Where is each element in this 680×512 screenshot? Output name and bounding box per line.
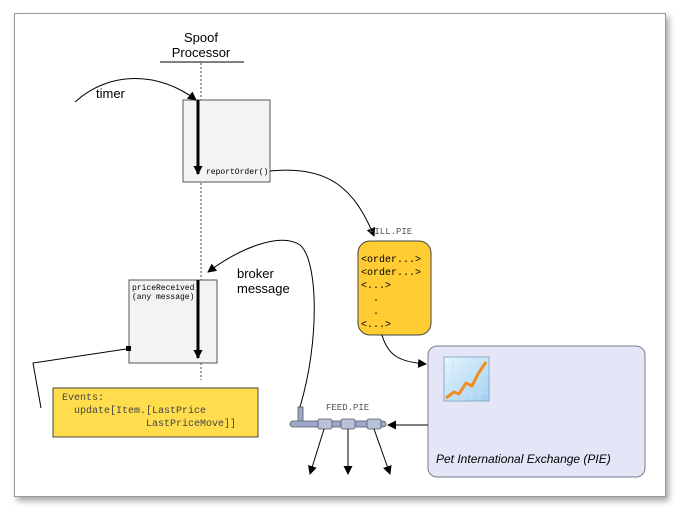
processor-title-line1: Spoof [184, 30, 218, 45]
events-line2: update[Item.[LastPrice [62, 406, 207, 417]
events-connector [32, 348, 127, 409]
report-order-method-label: reportOrder() [206, 168, 269, 177]
processor-title-line2: Processor [171, 45, 231, 60]
fill-to-exchange-arrow [381, 334, 427, 368]
price-received-activation-box [128, 279, 218, 364]
feed-output-arrow-left [308, 428, 325, 475]
price-received-line2: (any message) [132, 293, 195, 302]
events-line1: Events: [62, 393, 105, 404]
exchange-label: Pet International Exchange (PIE) [436, 452, 611, 466]
fill-line: <order...> [361, 255, 422, 266]
price-received-method-label: priceReceived (any message) [132, 284, 194, 302]
fill-pie-contents: <order...> <order...> <...> . . <...> [361, 254, 421, 332]
fill-line: <order...> [361, 268, 422, 279]
broker-message-label: broker message [237, 266, 290, 296]
fill-line: <...> [361, 320, 392, 331]
broker-message-arrow [207, 239, 315, 408]
timer-arrow [74, 78, 197, 103]
broker-label-line2: message [237, 281, 290, 296]
price-received-line1: priceReceived [132, 284, 195, 293]
timer-label: timer [96, 86, 125, 101]
fill-line: . [361, 294, 380, 305]
events-note-box [52, 387, 259, 438]
fill-pie-title: FILL.PIE [369, 227, 413, 237]
fill-line: . [361, 307, 380, 318]
exchange-chart-icon [443, 356, 490, 402]
events-line3: LastPriceMove]] [62, 419, 237, 430]
events-note-text: Events: update[Item.[LastPrice LastPrice… [62, 392, 236, 431]
broker-label-line1: broker [237, 266, 274, 281]
feed-pie-title: FEED.PIE [326, 403, 370, 413]
fill-line: <...> [361, 281, 392, 292]
fill-pie-box [357, 240, 432, 336]
feed-pie-pipe [289, 406, 387, 430]
events-connector-port [126, 346, 131, 351]
feed-output-arrow-right [373, 428, 392, 475]
report-order-arrow [269, 169, 376, 237]
processor-title: Spoof Processor [160, 30, 242, 60]
